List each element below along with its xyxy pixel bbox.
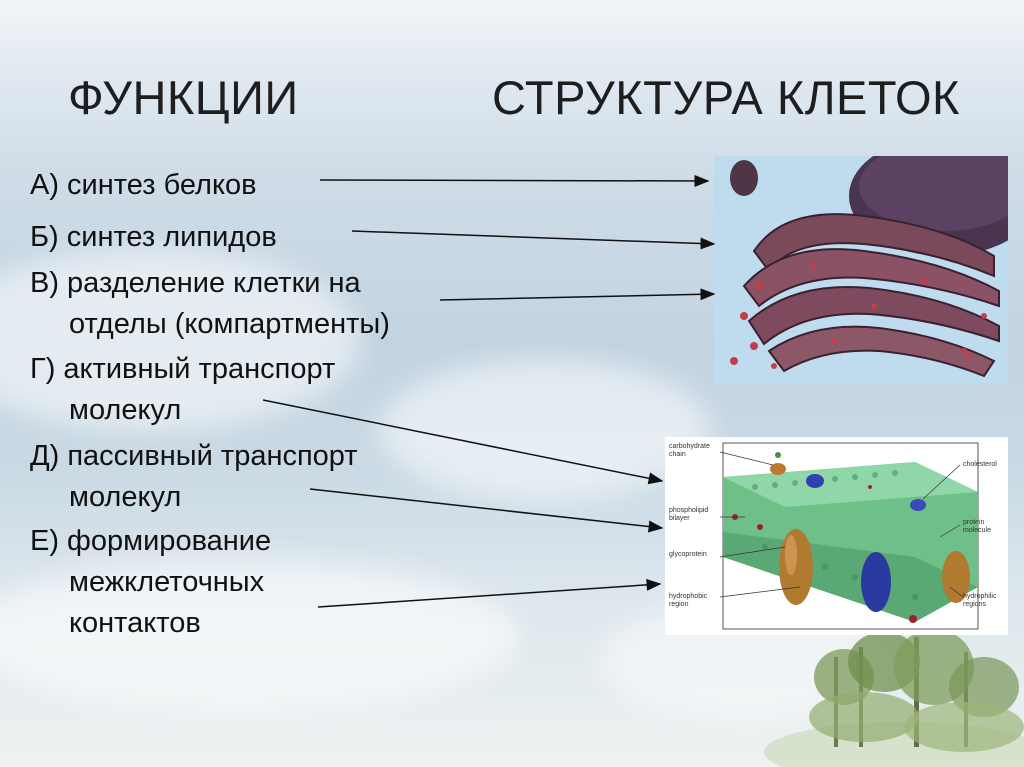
- function-item-v: В) разделение клетки на отделы (компартм…: [30, 263, 390, 345]
- function-item-d-line1: Д) пассивный транспорт: [30, 440, 358, 472]
- label-phospholipid-bilayer: phospholipid bilayer: [669, 507, 709, 522]
- arrow-b: [351, 230, 716, 250]
- function-item-a: А) синтез белков: [30, 165, 257, 206]
- arrow-v: [439, 288, 716, 301]
- function-item-e-line3: контактов: [69, 607, 201, 639]
- arrow-a: [319, 174, 710, 187]
- cell-membrane-image: carbohydrate chain phospholipid bilayer …: [665, 437, 1008, 635]
- background-cloud: [0, 560, 520, 710]
- function-item-g-line2: молекул: [69, 394, 182, 426]
- function-item-e: Е) формирование межклеточных контактов: [30, 521, 271, 644]
- function-item-b: Б) синтез липидов: [30, 217, 277, 258]
- label-protein-molecule: protein molecule: [963, 519, 992, 534]
- function-item-e-line2: межклеточных: [69, 566, 265, 598]
- function-item-d-line2: молекул: [69, 481, 182, 513]
- label-hydrophobic-region: hydrophobic region: [669, 593, 708, 608]
- arrow-d: [309, 488, 664, 533]
- function-item-a-line1: А) синтез белков: [30, 169, 257, 201]
- cell-structure-title: СТРУКТУРА КЛЕТОК: [492, 71, 960, 124]
- arrow-g: [262, 399, 664, 485]
- function-item-g-line1: Г) активный транспорт: [30, 353, 336, 385]
- function-item-v-line2: отделы (компартменты): [69, 308, 390, 340]
- function-item-d: Д) пассивный транспорт молекул: [30, 436, 358, 518]
- endoplasmic-reticulum-image: [714, 156, 1008, 384]
- function-item-g: Г) активный транспорт молекул: [30, 349, 335, 431]
- label-cholesterol: cholesterol: [963, 461, 997, 468]
- functions-title: ФУНКЦИИ: [68, 71, 299, 124]
- arrow-e: [317, 578, 662, 608]
- function-item-b-line1: Б) синтез липидов: [30, 221, 277, 253]
- trees-background: [764, 629, 1024, 767]
- label-hydrophilic-regions: hydrophilic regions: [963, 593, 997, 608]
- label-carbohydrate-chain: carbohydrate chain: [669, 443, 710, 458]
- background-cloud: [0, 250, 360, 430]
- function-item-e-line1: Е) формирование: [30, 525, 272, 557]
- label-glycoprotein: glycoprotein: [669, 551, 707, 558]
- function-item-v-line1: В) разделение клетки на: [30, 267, 361, 299]
